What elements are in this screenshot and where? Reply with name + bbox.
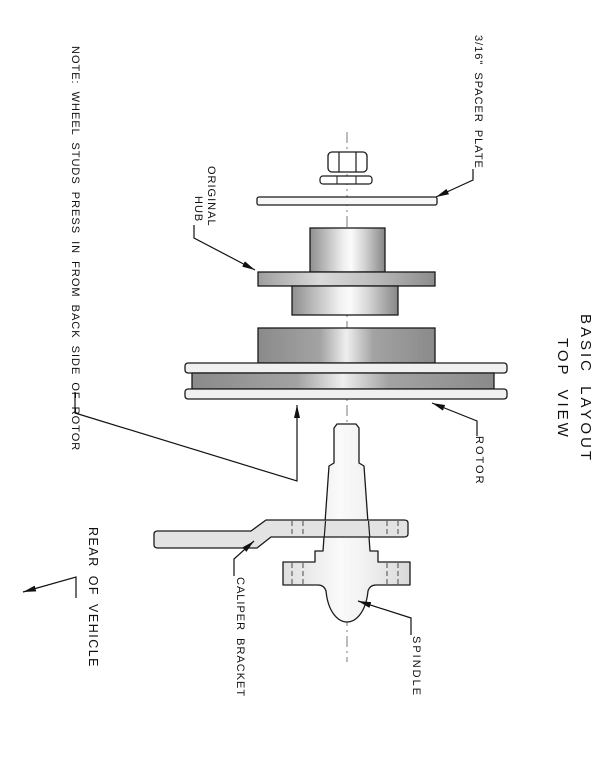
rotor-disc-top [184,362,508,374]
leader-original-hub [193,225,256,271]
caliper-bracket [153,519,409,549]
rear-of-vehicle-arrow [22,576,77,598]
drawing-title: BASIC LAYOUT TOP VIEW [551,299,597,479]
spacer-plate-label: 3/16" SPACER PLATE [472,35,484,169]
hub-flange [257,271,436,287]
drawing-title-line2: TOP VIEW [554,338,571,440]
hub-snout [309,227,386,273]
rotor-hat [257,327,436,364]
leader-rotor [431,402,478,436]
rear-of-vehicle-label: REAR OF VEHICLE [86,527,100,669]
spacer-plate [256,196,438,206]
original-hub-label-line1: ORIGINAL [205,166,217,227]
spindle-cone-edge [367,520,371,537]
rotor-vent-band [191,372,495,390]
original-hub-label-line2: HUB [192,195,204,222]
rotor-label: ROTOR [473,436,485,486]
drawing-title-line1: BASIC LAYOUT [577,314,594,464]
hex-nut [327,151,368,173]
hidden-hole-lines [291,521,399,584]
hub-barrel [291,285,399,316]
caliper-bracket-label: CALIPER BRACKET [234,577,246,698]
note-label: NOTE: WHEEL STUDS PRESS IN FROM BACK SID… [69,46,81,452]
spindle-cone-edge [323,520,327,537]
leader-caliper-bracket [233,540,255,576]
original-hub-label: ORIGINAL HUB [191,166,217,227]
leader-spindle [357,600,412,635]
rotor-disc-bottom [184,388,508,400]
leader-spacer-plate [435,169,474,198]
spindle-label: SPINDLE [410,636,422,698]
washer [319,175,373,185]
leader-note [74,392,300,482]
